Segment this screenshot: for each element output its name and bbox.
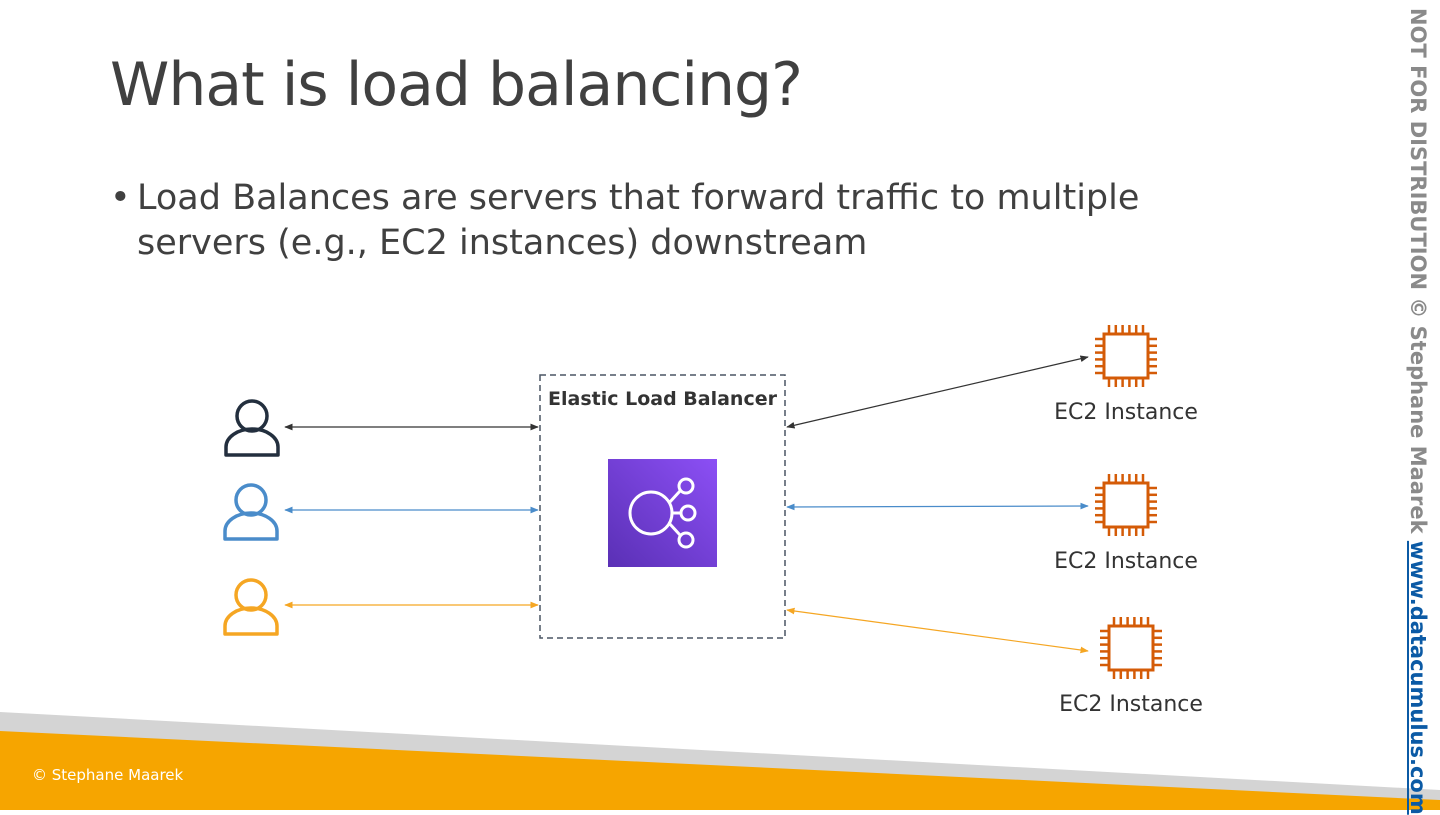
instance-connection-arrow — [786, 355, 1089, 429]
distribution-notice: NOT FOR DISTRIBUTION © Stephane Maarek — [1406, 8, 1430, 534]
load-balancer-label: Elastic Load Balancer — [548, 388, 777, 410]
user-icon — [223, 578, 279, 636]
ec2-instance-label: EC2 Instance — [1054, 400, 1198, 425]
user-icon — [223, 483, 279, 541]
footer-orange-band — [0, 731, 1440, 810]
ec2-chip-icon — [1095, 325, 1157, 387]
bullet-point: • Load Balances are servers that forward… — [110, 176, 1190, 266]
elastic-load-balancing-icon — [608, 459, 717, 567]
instance-connection-arrow — [786, 502, 1089, 511]
slide-title: What is load balancing? — [110, 50, 803, 120]
side-banner: NOT FOR DISTRIBUTION © Stephane Maarek w… — [1402, 8, 1434, 815]
instance-connection-arrow — [786, 607, 1089, 654]
load-balancer-box — [539, 374, 786, 639]
ec2-instance-label: EC2 Instance — [1054, 549, 1198, 574]
side-banner-text: NOT FOR DISTRIBUTION © Stephane Maarek w… — [1406, 8, 1430, 815]
bullet-marker: • — [110, 178, 131, 218]
ec2-chip-icon — [1100, 617, 1162, 679]
ec2-chip-icon — [1095, 474, 1157, 536]
bullet-text: Load Balances are servers that forward t… — [137, 178, 1140, 263]
website-link[interactable]: www.datacumulus.com — [1406, 540, 1430, 815]
footer-copyright: © Stephane Maarek — [32, 766, 184, 784]
user-icon — [224, 399, 280, 457]
ec2-instance-label: EC2 Instance — [1059, 692, 1203, 717]
